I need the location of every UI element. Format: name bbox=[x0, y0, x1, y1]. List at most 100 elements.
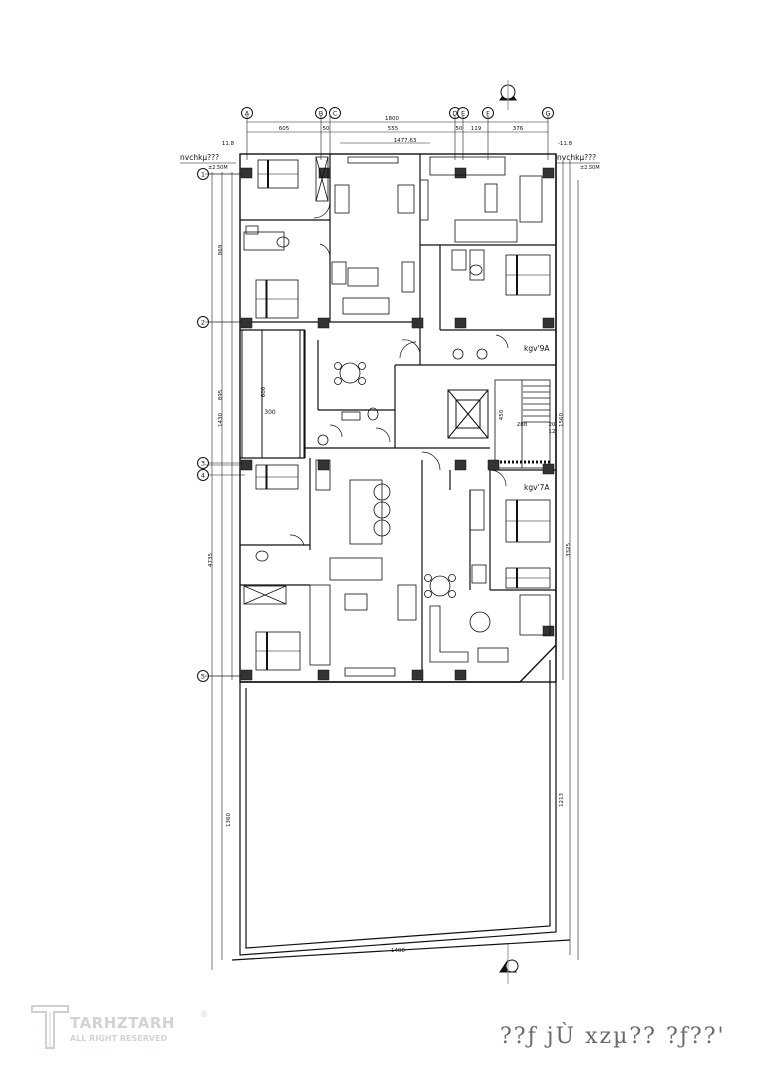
svg-text:C: C bbox=[333, 110, 338, 118]
bed bbox=[505, 499, 551, 543]
svg-text:4: 4 bbox=[201, 472, 205, 480]
column bbox=[542, 317, 555, 329]
bed bbox=[255, 464, 299, 490]
dim-left-offset: 11.8 bbox=[222, 141, 235, 147]
level-mark-left: nvchkµ??? bbox=[180, 153, 219, 162]
column bbox=[240, 167, 253, 179]
interior-walls bbox=[240, 154, 556, 682]
column bbox=[454, 317, 467, 329]
watermark: TARHZTARH ® ALL RIGHT RESERVED bbox=[30, 1002, 208, 1052]
svg-text:1: 1 bbox=[201, 171, 205, 179]
bed bbox=[505, 567, 551, 589]
bed bbox=[255, 279, 299, 319]
watermark-rights: ALL RIGHT RESERVED bbox=[70, 1034, 168, 1043]
living-room-furniture-lower bbox=[309, 479, 551, 677]
dim-top-seg-1: 605 bbox=[279, 126, 290, 132]
dim-left-total: 4735 bbox=[208, 553, 214, 567]
level-mark-right-sub: ±2.50M bbox=[580, 165, 600, 171]
axis-bubble-3: 3 bbox=[197, 457, 245, 469]
column bbox=[487, 459, 500, 471]
dim-lower-right: 1213 bbox=[559, 793, 565, 807]
garden-yard-outline bbox=[231, 645, 571, 961]
column bbox=[240, 669, 253, 681]
dim-top-seg-2: 50 bbox=[323, 126, 330, 132]
level-mark-left-sub: ±2.50M bbox=[208, 165, 228, 171]
bed bbox=[505, 254, 551, 296]
watermark-registered: ® bbox=[200, 1010, 208, 1019]
bathroom-fixtures bbox=[243, 156, 488, 605]
watermark-name: TARHZTARH bbox=[70, 1014, 175, 1032]
staircase bbox=[494, 379, 551, 469]
dim-top-seg-6: 376 bbox=[513, 126, 524, 132]
bedroom-furniture bbox=[255, 159, 551, 671]
dim-top-seg-5: 119 bbox=[471, 126, 482, 132]
column bbox=[317, 317, 330, 329]
dim-bottom: 1400 bbox=[391, 948, 405, 954]
dim-inner-top: 1477.63 bbox=[394, 138, 417, 144]
tarhztarh-logo-icon bbox=[31, 1005, 69, 1049]
dim-top-seg-4: 50 bbox=[456, 126, 463, 132]
dim-top-total: 1800 bbox=[385, 116, 399, 122]
svg-text:G: G bbox=[545, 110, 550, 118]
column bbox=[240, 459, 253, 471]
svg-text:E: E bbox=[461, 110, 465, 118]
svg-text:D: D bbox=[452, 110, 457, 118]
dining-set-lower bbox=[424, 574, 456, 598]
svg-text:5: 5 bbox=[201, 673, 205, 681]
north-arrow-top bbox=[499, 80, 517, 110]
drawing-title: ??ƒ jÙ xzµ?? ?ƒ??' bbox=[500, 1024, 726, 1049]
level-mark-right: nvchkµ??? bbox=[557, 153, 596, 162]
structural-columns bbox=[240, 167, 555, 681]
column bbox=[411, 317, 424, 329]
axis-bubble-c: C bbox=[329, 107, 341, 119]
column bbox=[318, 167, 331, 179]
column bbox=[411, 669, 424, 681]
axis-bubble-f: F bbox=[482, 107, 494, 119]
balcony-left bbox=[241, 329, 305, 459]
dim-right-offset: -11.8 bbox=[558, 141, 573, 147]
svg-text:3: 3 bbox=[201, 460, 205, 468]
column bbox=[454, 669, 467, 681]
unit-labels: kgv'9A kgv'7A bbox=[524, 344, 550, 492]
unit-label-lower: kgv'7A bbox=[524, 483, 550, 492]
bed bbox=[255, 631, 301, 671]
column bbox=[317, 669, 330, 681]
dim-lower-total: 1360 bbox=[226, 813, 232, 827]
dim-room-300: 300 bbox=[264, 409, 276, 416]
column bbox=[542, 463, 555, 475]
svg-text:2: 2 bbox=[201, 319, 205, 327]
column bbox=[240, 317, 253, 329]
svg-text:A: A bbox=[245, 110, 250, 118]
column bbox=[542, 625, 555, 637]
svg-text:F: F bbox=[486, 110, 490, 118]
column bbox=[454, 167, 467, 179]
dim-stair-12: 12 bbox=[549, 429, 556, 435]
dim-right-side: 1560 bbox=[559, 413, 565, 427]
column bbox=[542, 167, 555, 179]
living-room-furniture-upper bbox=[331, 156, 543, 315]
right-dimension-chain bbox=[562, 160, 579, 960]
left-dimension-chain bbox=[205, 172, 245, 970]
door-swings bbox=[289, 201, 509, 546]
bed bbox=[257, 159, 299, 189]
dimension-texts: 1800 605 50 555 50 119 376 1477.63 11.8 … bbox=[208, 116, 573, 954]
elevator-shaft bbox=[447, 389, 489, 439]
dining-set-upper bbox=[334, 362, 366, 385]
column bbox=[317, 459, 330, 471]
north-arrow-bottom bbox=[499, 944, 519, 984]
dim-left-seg-3: 1430 bbox=[218, 413, 224, 427]
dim-left-seg-2: 895 bbox=[218, 389, 224, 400]
dim-elev-450: 450 bbox=[499, 409, 505, 420]
axis-bubble-b: B bbox=[315, 107, 327, 119]
axis-bubble-4: 4 bbox=[197, 469, 245, 481]
dim-right-lower: 3325 bbox=[566, 543, 572, 557]
dim-stair-288: 288 bbox=[517, 422, 528, 428]
dim-left-seg-1: 869 bbox=[218, 244, 224, 255]
dim-top-seg-3: 555 bbox=[388, 126, 399, 132]
svg-text:B: B bbox=[319, 110, 323, 118]
dim-room-600: 600 bbox=[261, 386, 267, 397]
top-dimension-chain bbox=[246, 115, 549, 160]
level-marks: nvchkµ??? ±2.50M nvchkµ??? ±2.50M bbox=[180, 153, 600, 171]
column bbox=[454, 459, 467, 471]
